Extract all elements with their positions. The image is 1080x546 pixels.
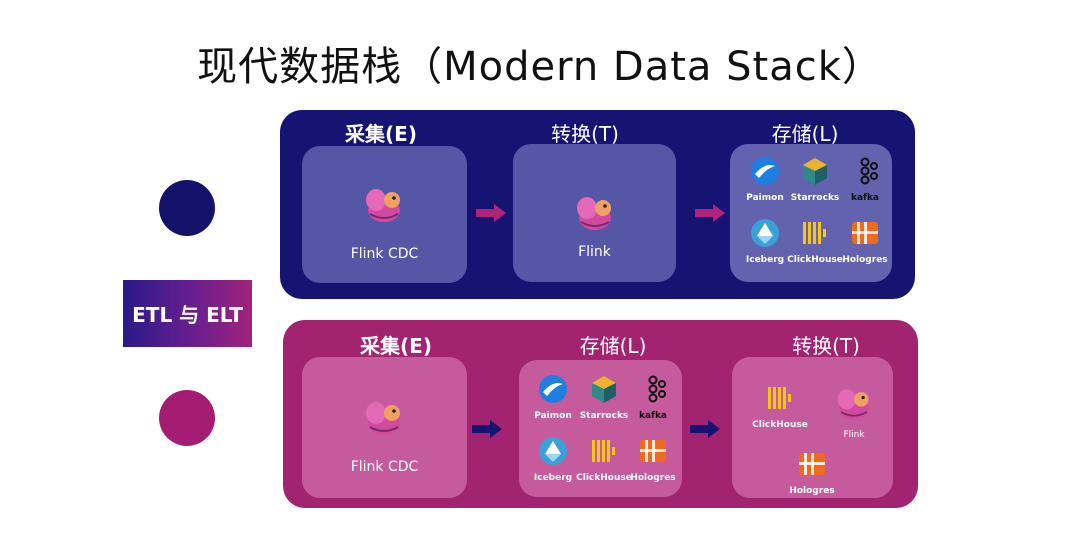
kafka-logo: kafka xyxy=(623,374,683,421)
elt-extract-box: Flink CDC xyxy=(302,357,467,498)
etl-extract-box: Flink CDC xyxy=(302,146,467,283)
etl-transform-label: 转换(T) xyxy=(551,122,619,146)
starrocks-logo: Starrocks xyxy=(785,156,845,203)
etl-elt-badge: ETL 与 ELT xyxy=(123,280,252,347)
arrow-right-icon xyxy=(695,204,725,222)
hologres-label: Hologres xyxy=(630,473,676,483)
clickhouse-label: ClickHouse xyxy=(576,473,632,483)
elt-transform-box: ClickHouse Flink Hologres xyxy=(732,357,893,498)
flink-squirrel-icon xyxy=(837,389,869,420)
clickhouse-label: ClickHouse xyxy=(787,255,843,265)
elt-transform-label: 转换(T) xyxy=(792,334,860,358)
hologres-logo: Hologres xyxy=(782,449,842,496)
kafka-logo: kafka xyxy=(835,156,895,203)
flink-label: Flink xyxy=(843,430,865,440)
arrow-right-icon xyxy=(476,204,506,222)
hologres-label: Hologres xyxy=(789,486,835,496)
elt-panel: 采集(E) 存储(L) 转换(T) Flink CDC Paimon xyxy=(283,320,918,508)
kafka-icon xyxy=(648,375,666,403)
arrow-right-icon xyxy=(472,420,502,438)
flink-squirrel-icon xyxy=(366,189,400,222)
iceberg-label: Iceberg xyxy=(533,473,573,483)
flink-squirrel-icon xyxy=(577,197,611,230)
clickhouse-logo: ClickHouse xyxy=(574,436,634,483)
etl-load-box: Paimon Starrocks kafka xyxy=(730,144,892,282)
iceberg-label: Iceberg xyxy=(745,255,785,265)
kafka-label: kafka xyxy=(638,411,668,421)
elt-extract-label: 采集(E) xyxy=(360,334,432,358)
etl-transform-box: Flink xyxy=(513,144,676,282)
clickhouse-logo: ClickHouse xyxy=(750,383,810,430)
paimon-icon xyxy=(539,375,567,403)
paimon-label: Paimon xyxy=(534,411,572,421)
starrocks-icon xyxy=(592,376,616,403)
etl-panel: 采集(E) 转换(T) 存储(L) Flink CDC Flink xyxy=(280,110,915,299)
clickhouse-logo: ClickHouse xyxy=(785,218,845,265)
iceberg-logo: Iceberg xyxy=(523,436,583,483)
kafka-label: kafka xyxy=(850,193,880,203)
etl-load-label: 存储(L) xyxy=(771,122,839,146)
flink-logo: Flink xyxy=(824,383,884,440)
iceberg-icon xyxy=(751,219,779,247)
starrocks-label: Starrocks xyxy=(579,411,629,421)
kafka-icon xyxy=(860,157,878,185)
arrow-right-icon xyxy=(690,420,720,438)
etl-indicator-circle xyxy=(159,180,215,236)
paimon-logo: Paimon xyxy=(523,374,583,421)
starrocks-icon xyxy=(803,158,827,185)
elt-load-label: 存储(L) xyxy=(579,334,647,358)
starrocks-label: Starrocks xyxy=(790,193,840,203)
etl-transform-tool: Flink xyxy=(578,244,611,260)
page-title: 现代数据栈（Modern Data Stack） xyxy=(197,44,883,90)
hologres-icon xyxy=(852,222,878,244)
hologres-label: Hologres xyxy=(842,255,888,265)
hologres-logo: Hologres xyxy=(623,436,683,483)
flink-squirrel-icon xyxy=(366,402,400,435)
paimon-logo: Paimon xyxy=(735,156,795,203)
hologres-icon xyxy=(799,453,825,475)
paimon-label: Paimon xyxy=(746,193,784,203)
iceberg-logo: Iceberg xyxy=(735,218,795,265)
hologres-icon xyxy=(640,440,666,462)
starrocks-logo: Starrocks xyxy=(574,374,634,421)
etl-extract-tool: Flink CDC xyxy=(350,246,419,262)
clickhouse-icon xyxy=(592,440,615,462)
elt-extract-tool: Flink CDC xyxy=(350,459,419,475)
clickhouse-icon xyxy=(768,387,791,409)
iceberg-icon xyxy=(539,437,567,465)
hologres-logo: Hologres xyxy=(835,218,895,265)
elt-indicator-circle xyxy=(159,390,215,446)
elt-load-box: Paimon Starrocks kafka xyxy=(519,360,682,497)
clickhouse-label: ClickHouse xyxy=(752,420,808,430)
clickhouse-icon xyxy=(803,222,826,244)
paimon-icon xyxy=(751,157,779,185)
etl-extract-label: 采集(E) xyxy=(345,122,417,146)
